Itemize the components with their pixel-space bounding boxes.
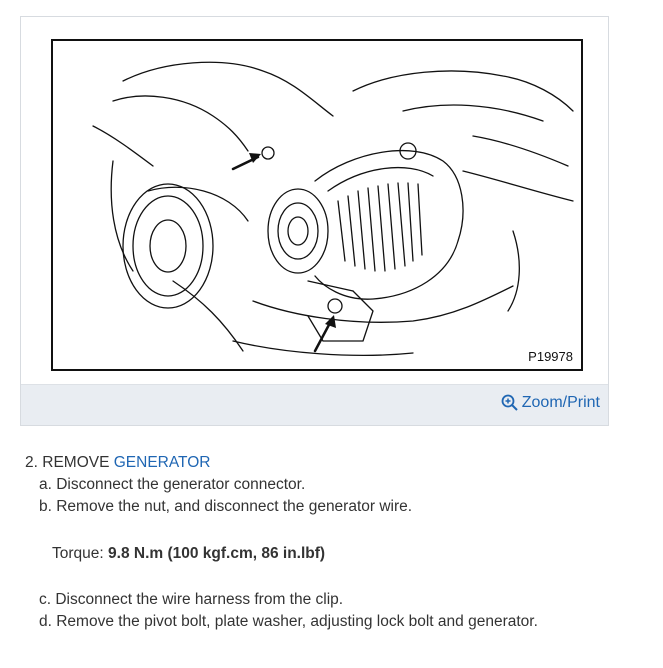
- generator-diagram: P19978: [51, 39, 583, 371]
- step-action: REMOVE: [42, 454, 110, 471]
- substep-b: b. Remove the nut, and disconnect the ge…: [39, 498, 413, 515]
- substep-d: d. Remove the pivot bolt, plate washer, …: [39, 613, 538, 630]
- zoom-print-link[interactable]: Zoom/Print: [501, 394, 600, 412]
- substep-a: a. Disconnect the generator connector.: [39, 476, 306, 493]
- torque-spec: Torque: 9.8 N.m (100 kgf.cm, 86 in.lbf): [25, 543, 645, 565]
- figure-code: P19978: [526, 349, 575, 364]
- zoom-in-icon: [501, 394, 518, 411]
- generator-link[interactable]: GENERATOR: [113, 454, 211, 471]
- substep-c: c. Disconnect the wire harness from the …: [39, 591, 344, 608]
- figure-footer: Zoom/Print: [21, 384, 608, 425]
- zoom-print-label: Zoom/Print: [521, 394, 600, 411]
- step-number: 2.: [25, 454, 38, 471]
- figure-card: P19978 Zoom/Print: [20, 16, 609, 426]
- procedure-steps: 2. REMOVE GENERATOR a. Disconnect the ge…: [25, 452, 645, 633]
- torque-label: Torque:: [52, 545, 104, 562]
- torque-value: 9.8 N.m (100 kgf.cm, 86 in.lbf): [108, 545, 326, 562]
- step-heading: 2. REMOVE GENERATOR: [25, 452, 645, 474]
- generator-illustration: [92, 61, 574, 356]
